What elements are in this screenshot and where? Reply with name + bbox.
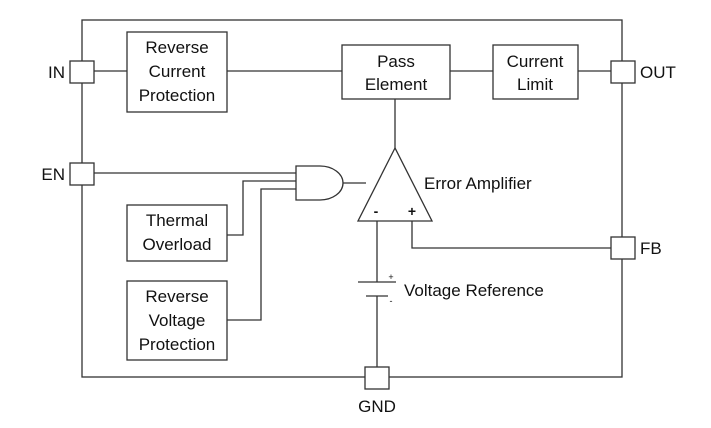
and-gate-symbol bbox=[295, 165, 344, 201]
voltage-reference-label: Voltage Reference bbox=[404, 281, 544, 300]
thermal-overload-block bbox=[126, 204, 228, 262]
reverse-current-line-1: Reverse bbox=[145, 38, 208, 57]
reverse-current-protection-block bbox=[126, 31, 228, 113]
pass-element-block bbox=[341, 44, 451, 100]
current-limit-line-1: Current bbox=[507, 52, 564, 71]
pin-fb-label: FB bbox=[640, 239, 662, 258]
pin-en-label: EN bbox=[41, 165, 65, 184]
pin-en-box bbox=[69, 162, 95, 186]
reverse-voltage-protection-block bbox=[126, 280, 228, 361]
thermal-overload-line-1: Thermal bbox=[146, 211, 208, 230]
reverse-voltage-line-2: Voltage bbox=[149, 311, 206, 330]
pass-element-line-2: Element bbox=[365, 75, 428, 94]
wires bbox=[94, 70, 611, 367]
pin-out-box bbox=[610, 60, 636, 84]
reverse-current-line-2: Current bbox=[149, 62, 206, 81]
reference-plus-sign: + bbox=[388, 272, 393, 282]
current-limit-block bbox=[492, 44, 579, 100]
pin-in-label: IN bbox=[48, 63, 65, 82]
wire-thermal-to-gate bbox=[227, 180, 296, 236]
wire-reverse-voltage-to-gate bbox=[227, 188, 296, 321]
pin-gnd-box bbox=[364, 366, 390, 390]
reverse-current-line-3: Protection bbox=[139, 86, 216, 105]
reverse-voltage-line-1: Reverse bbox=[145, 287, 208, 306]
amp-minus-sign: - bbox=[374, 203, 379, 219]
pin-in-box bbox=[69, 60, 95, 84]
amp-plus-sign: + bbox=[408, 203, 416, 219]
reference-minus-sign: - bbox=[390, 296, 393, 306]
reverse-voltage-line-3: Protection bbox=[139, 335, 216, 354]
pin-fb-box bbox=[610, 236, 636, 260]
thermal-overload-line-2: Overload bbox=[143, 235, 212, 254]
current-limit-line-2: Limit bbox=[517, 75, 553, 94]
error-amplifier-label: Error Amplifier bbox=[424, 174, 532, 193]
pin-gnd-label: GND bbox=[358, 397, 396, 416]
package-outline bbox=[81, 19, 623, 378]
pin-out-label: OUT bbox=[640, 63, 676, 82]
pass-element-line-1: Pass bbox=[377, 52, 415, 71]
error-amplifier-symbol bbox=[356, 146, 434, 222]
wire-fb-to-amp-plus bbox=[411, 221, 611, 249]
